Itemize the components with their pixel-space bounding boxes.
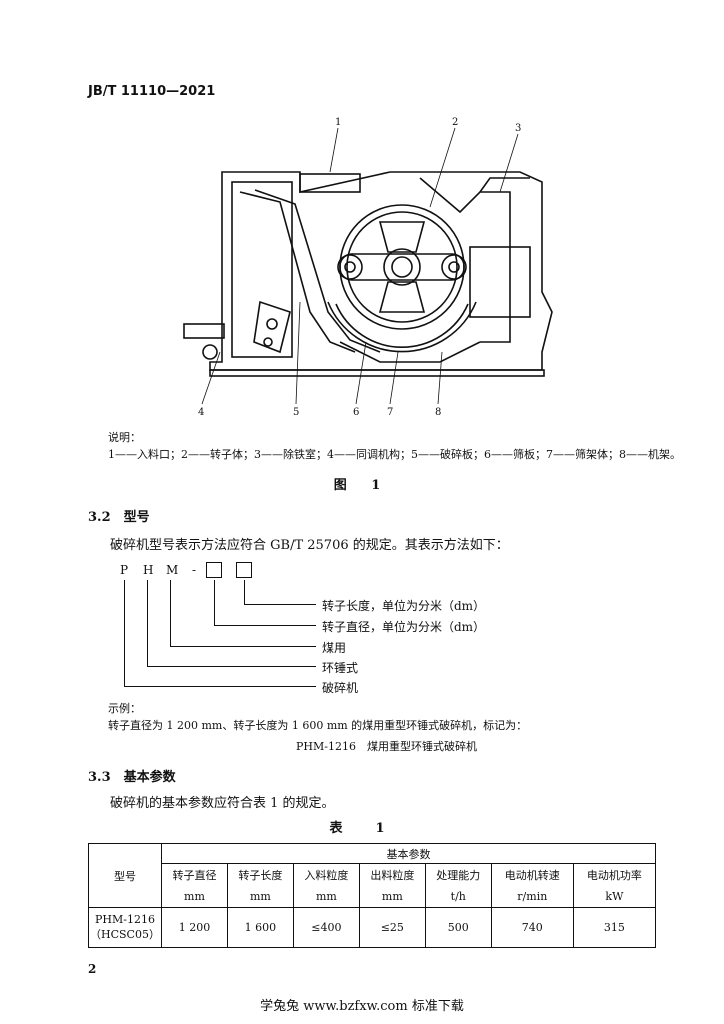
example-text: 转子直径为 1 200 mm、转子长度为 1 600 mm 的煤用重型环锤式破碎… <box>108 719 528 732</box>
section-3-2-intro: 破碎机型号表示方法应符合 GB/T 25706 的规定。其表示方法如下： <box>110 538 509 553</box>
column-header: 处理能力 <box>424 863 492 886</box>
section-heading-3-2: 3.2 型号 <box>88 510 150 525</box>
model-line2: （HCSC05） <box>90 928 160 941</box>
lead-line <box>170 646 316 647</box>
figure-note-label: 说明： <box>108 431 141 444</box>
column-header: 出料粒度 <box>358 863 426 886</box>
column-header: 转子直径 <box>161 863 228 886</box>
section-heading-3-3: 3.3 基本参数 <box>88 770 176 785</box>
figure-legend: 1——入料口；2——转子体；3——除铁室；4——同调机构；5——破碎板；6——筛… <box>108 448 681 461</box>
column-header: 电动机功率 <box>572 863 657 886</box>
desc-coal: 煤用 <box>322 641 347 655</box>
table-cell: 1 600 <box>226 907 294 948</box>
footer-watermark: 学兔兔 www.bzfxw.com 标准下载 <box>260 999 464 1014</box>
column-unit: mm <box>226 885 294 908</box>
column-unit: t/h <box>424 885 492 908</box>
desc-rotor-diameter: 转子直径，单位为分米（dm） <box>322 620 486 634</box>
column-unit: r/min <box>490 885 574 908</box>
table-cell: 1 200 <box>161 907 228 948</box>
code-box-diameter <box>206 562 222 578</box>
code-letter-m: M <box>166 563 179 577</box>
standard-code: JB/T 11110—2021 <box>88 84 216 99</box>
lead-line <box>124 686 316 687</box>
model-header: 型号 <box>88 843 162 908</box>
column-header: 转子长度 <box>226 863 294 886</box>
column-unit: mm <box>292 885 360 908</box>
column-header: 入料粒度 <box>292 863 360 886</box>
lead-line <box>147 666 316 667</box>
callout-7: 7 <box>387 407 393 418</box>
column-header: 电动机转速 <box>490 863 574 886</box>
code-letter-h: H <box>143 563 154 577</box>
column-unit: mm <box>161 885 228 908</box>
code-box-length <box>236 562 252 578</box>
crusher-drawing: 1 2 3 4 5 6 7 8 <box>183 117 553 418</box>
column-unit: mm <box>358 885 426 908</box>
callout-3: 3 <box>515 123 521 134</box>
lead-line <box>244 580 245 604</box>
table-cell: 315 <box>572 907 657 948</box>
lead-line <box>214 625 316 626</box>
figure-title: 图 1 <box>333 478 391 493</box>
model-cell: PHM-1216 （HCSC05） <box>88 907 162 948</box>
table-row: PHM-1216 （HCSC05） 1 200 1 600 ≤400 ≤25 5… <box>88 907 657 948</box>
lead-line <box>214 580 215 625</box>
lead-line <box>170 580 171 646</box>
callout-4: 4 <box>198 407 204 418</box>
group-header: 基本参数 <box>161 843 656 864</box>
example-mark: PHM-1216 煤用重型环锤式破碎机 <box>296 740 477 753</box>
desc-rotor-length: 转子长度，单位为分米（dm） <box>322 599 486 613</box>
column-unit: kW <box>572 885 657 908</box>
basic-parameters-table: 型号 基本参数 转子直径 转子长度 入料粒度 出料粒度 处理能力 电动机转速 电… <box>88 843 657 948</box>
callout-1: 1 <box>335 117 341 128</box>
desc-crusher: 破碎机 <box>322 681 359 695</box>
section-3-3-intro: 破碎机的基本参数应符合表 1 的规定。 <box>110 796 335 811</box>
model-line1: PHM-1216 <box>95 913 155 926</box>
desc-ring-hammer: 环锤式 <box>322 661 359 675</box>
table-cell: 500 <box>424 907 492 948</box>
callout-8: 8 <box>435 407 441 418</box>
example-label: 示例： <box>108 702 141 715</box>
table-cell: 740 <box>490 907 574 948</box>
callout-2: 2 <box>452 117 458 128</box>
table-title: 表 1 <box>329 821 395 836</box>
code-letter-p: P <box>120 563 129 577</box>
code-dash: - <box>192 563 197 577</box>
lead-line <box>124 580 125 686</box>
callout-5: 5 <box>293 407 299 418</box>
table-cell: ≤400 <box>292 907 360 948</box>
page-number: 2 <box>88 962 97 976</box>
lead-line <box>244 604 316 605</box>
lead-line <box>147 580 148 666</box>
callout-6: 6 <box>353 407 359 418</box>
table-cell: ≤25 <box>358 907 426 948</box>
